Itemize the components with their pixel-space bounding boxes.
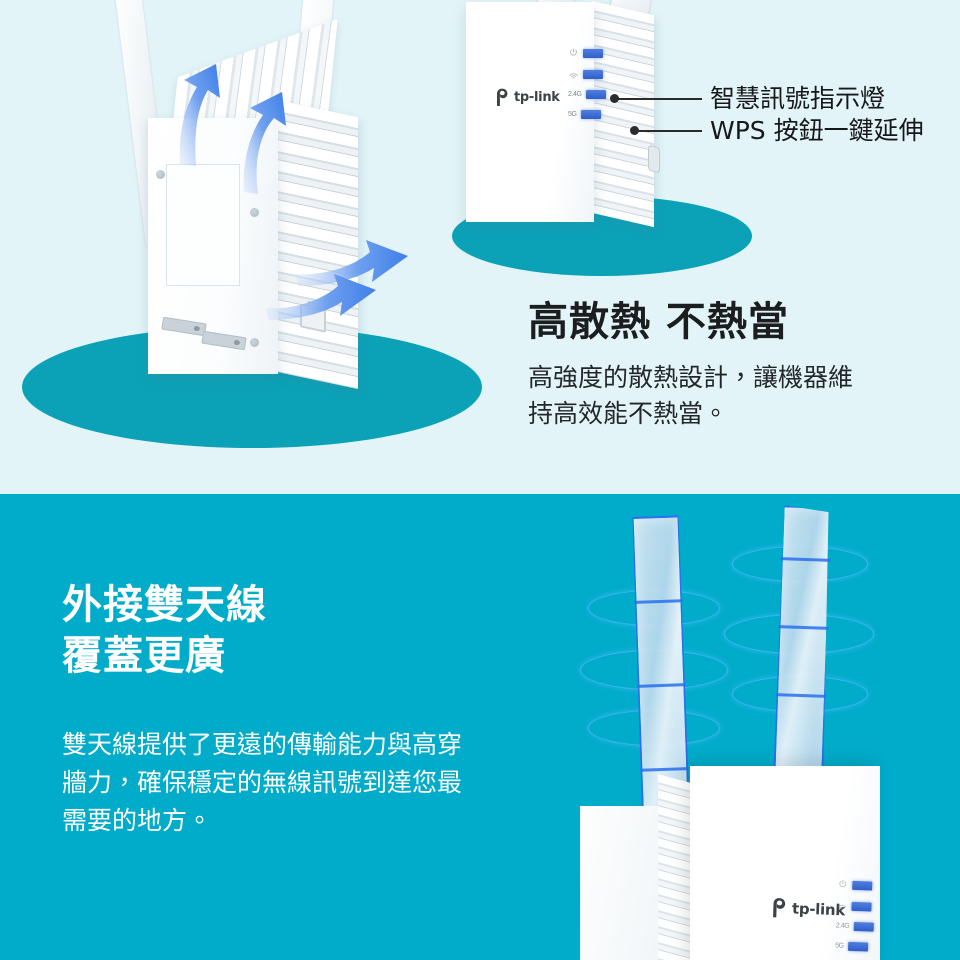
callout-label-wps-button: WPS 按鈕一鍵延伸 (710, 116, 924, 145)
heat-heading: 高散熱 不熱當 (528, 299, 789, 345)
led-bar (585, 90, 606, 99)
heat-arrow-up-right (218, 86, 310, 196)
tp-link-mark-icon (770, 897, 790, 920)
callout-line-led (618, 98, 702, 100)
screw-hole (250, 208, 259, 217)
led-indicator-group: 2.4G 5G (835, 879, 875, 960)
led-bar (852, 880, 873, 891)
tp-link-mark-icon (494, 88, 511, 107)
led-bar (580, 110, 601, 119)
power-icon (839, 880, 847, 888)
section-heat-dissipation: tp-link (22, 0, 960, 448)
led-band-2g: 2.4G (835, 921, 874, 932)
tp-link-wordmark: tp-link (514, 90, 560, 105)
led-bar (583, 69, 603, 79)
antenna-right (773, 505, 832, 775)
led-label-5g: 5G (568, 111, 577, 118)
led-bar (583, 48, 603, 58)
led-band-5g: 5G (568, 110, 606, 119)
led-band-2g: 2.4G (568, 90, 606, 99)
heat-copy-block: 高散熱 不熱當 高強度的散熱設計，讓機器維持高效能不熱當。 (528, 300, 928, 431)
led-bar (847, 941, 868, 952)
callout-line-wps (638, 130, 702, 132)
screw-hole (156, 170, 165, 179)
device-body-front (466, 2, 594, 222)
heat-arrow-right-lower (266, 268, 384, 326)
led-power (837, 879, 875, 891)
device-body-front (690, 766, 880, 960)
led-bar (851, 901, 872, 912)
device-rear-view (100, 0, 420, 420)
led-signal (836, 900, 874, 912)
signal-icon (569, 73, 578, 79)
antenna-heading: 外接雙天線 覆蓋更廣 (62, 580, 482, 682)
power-icon (570, 48, 577, 56)
antenna-copy-block: 外接雙天線 覆蓋更廣 雙天線提供了更遠的傳輸能力與高穿牆力，確保穩定的無線訊號到… (62, 580, 482, 840)
led-label-2g: 2.4G (835, 922, 850, 930)
screw-hole (250, 338, 259, 347)
led-label-5g: 5G (834, 942, 844, 950)
callout-dot-wps (630, 126, 639, 135)
heat-arrow-right-upper (296, 232, 416, 290)
led-signal (568, 69, 606, 79)
device-with-antennas: tp-link (480, 510, 960, 960)
antenna-body-text: 雙天線提供了更遠的傳輸能力與高穿牆力，確保穩定的無線訊號到達您最需要的地方。 (62, 730, 463, 836)
tp-link-logo: tp-link (770, 897, 846, 922)
signal-icon (837, 904, 847, 911)
led-bar (853, 921, 874, 932)
led-power (568, 48, 606, 58)
device-front-view: tp-link (452, 0, 752, 260)
callout-dot-led (610, 94, 619, 103)
rear-panel (166, 164, 240, 286)
antenna-heading-line2: 覆蓋更廣 (62, 633, 226, 680)
led-indicator-group: 2.4G 5G (568, 48, 606, 130)
callout-label-smart-signal-led: 智慧訊號指示燈 (710, 84, 886, 113)
led-label-2g: 2.4G (568, 91, 582, 98)
led-band-5g: 5G (834, 941, 873, 952)
callout-group: 智慧訊號指示燈 WPS 按鈕一鍵延伸 (590, 70, 960, 170)
tp-link-logo: tp-link (494, 88, 560, 107)
section-dual-antennas: 外接雙天線 覆蓋更廣 雙天線提供了更遠的傳輸能力與高穿牆力，確保穩定的無線訊號到… (0, 494, 960, 960)
antenna-heading-line1: 外接雙天線 (62, 582, 267, 628)
heat-arrow-up-left (150, 58, 240, 168)
heat-body-text: 高強度的散熱設計，讓機器維持高效能不熱當。 (528, 363, 854, 428)
